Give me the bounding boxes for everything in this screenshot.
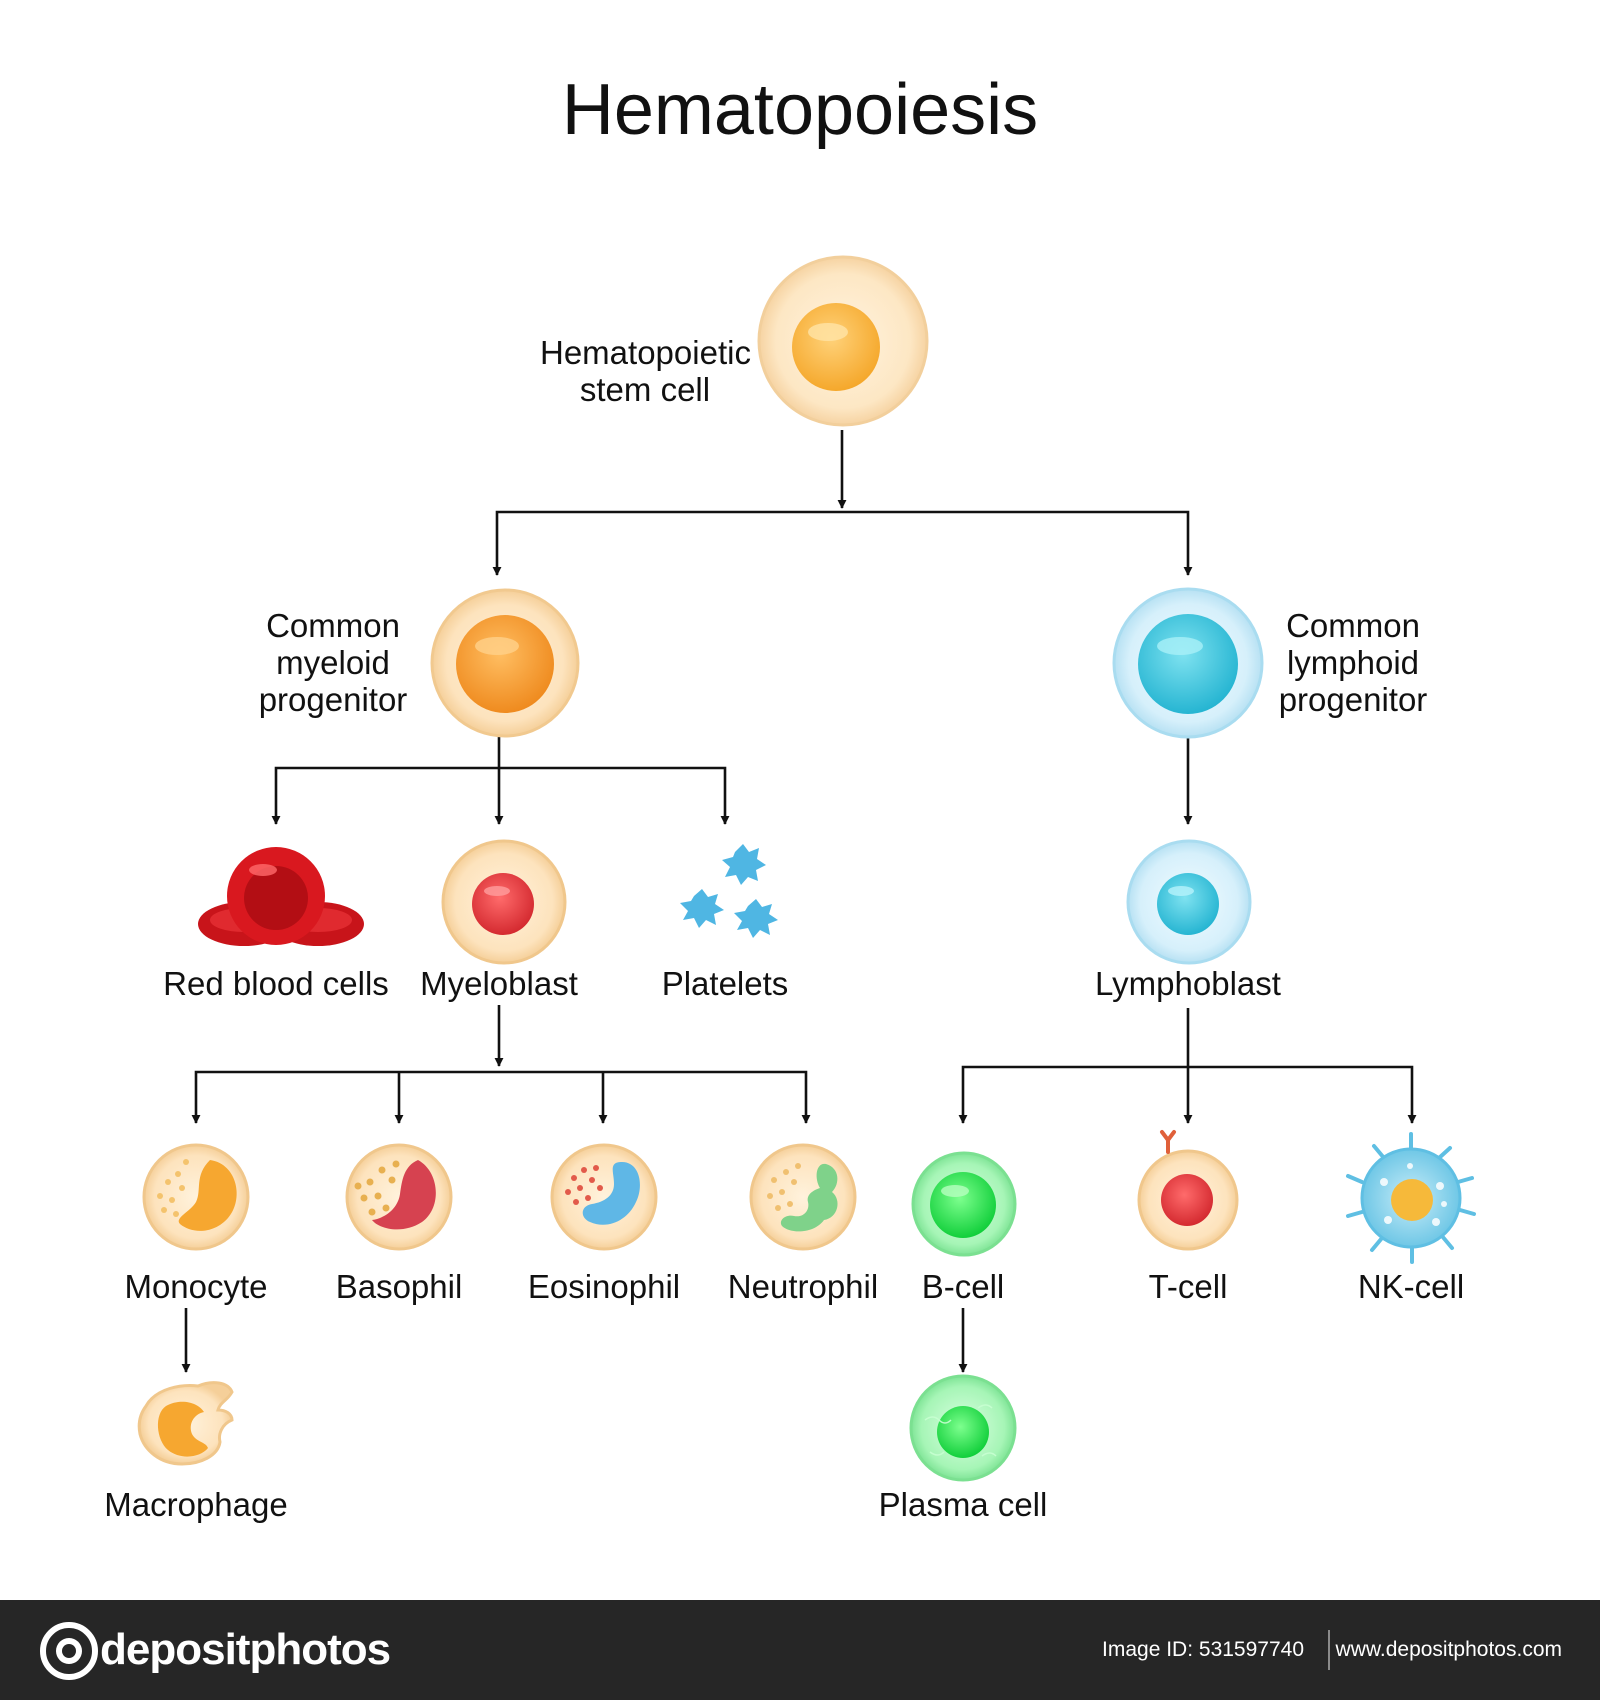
label-t-cell: T-cell xyxy=(1148,1268,1228,1305)
basophil-icon xyxy=(345,1143,453,1251)
label-myeloblast: Myeloblast xyxy=(420,965,578,1002)
lymphoblast-icon xyxy=(1126,839,1252,965)
lymphoid-progenitor-icon xyxy=(1112,587,1264,739)
label-macrophage: Macrophage xyxy=(104,1486,288,1523)
label-line: progenitor xyxy=(1278,681,1428,718)
label-neutrophil: Neutrophil xyxy=(727,1268,879,1305)
b-cell-icon xyxy=(911,1151,1017,1257)
footer-brand[interactable]: depositphotos xyxy=(100,1625,391,1674)
label-platelets: Platelets xyxy=(661,965,789,1002)
label-plasma-cell: Plasma cell xyxy=(878,1486,1048,1523)
label-nk-cell: NK-cell xyxy=(1357,1268,1465,1305)
page-title: Hematopoiesis xyxy=(561,70,1039,150)
label-line: progenitor xyxy=(258,681,408,718)
label-lymphoblast: Lymphoblast xyxy=(1095,965,1281,1002)
connector-myeloblast-branch xyxy=(191,1070,811,1124)
footer-separator xyxy=(1328,1630,1330,1670)
monocyte-icon xyxy=(142,1143,250,1251)
neutrophil-icon xyxy=(749,1143,857,1251)
nk-cell-icon xyxy=(1346,1132,1476,1264)
red-blood-cells-icon xyxy=(198,847,364,946)
label-common-myeloid-progenitor: Common myeloid progenitor xyxy=(248,607,418,718)
t-cell-icon xyxy=(1137,1130,1239,1251)
label-line: Hematopoietic xyxy=(540,334,751,371)
connector-lymphoblast-branch xyxy=(958,1065,1417,1124)
label-line: Common xyxy=(1286,607,1420,644)
label-line: myeloid xyxy=(276,644,390,681)
footer-website-link[interactable]: www.depositphotos.com xyxy=(1335,1638,1562,1661)
depositphotos-logo-icon xyxy=(40,1622,98,1680)
footer-bar: depositphotos Image ID: 531597740 www.de… xyxy=(0,1600,1600,1700)
label-line: stem cell xyxy=(579,371,711,408)
plasma-cell-icon xyxy=(909,1374,1017,1482)
label-eosinophil: Eosinophil xyxy=(527,1268,681,1305)
myeloid-progenitor-icon xyxy=(430,588,580,738)
label-line: Common xyxy=(266,607,400,644)
platelets-icon xyxy=(680,844,778,938)
connectors xyxy=(181,430,1417,1373)
label-monocyte: Monocyte xyxy=(124,1268,268,1305)
footer-image-id: Image ID: 531597740 xyxy=(1102,1638,1304,1661)
macrophage-icon xyxy=(137,1381,234,1466)
eosinophil-icon xyxy=(550,1143,658,1251)
myeloblast-icon xyxy=(441,839,567,965)
label-line: lymphoid xyxy=(1286,644,1420,681)
label-red-blood-cells: Red blood cells xyxy=(163,965,389,1002)
label-basophil: Basophil xyxy=(335,1268,463,1305)
label-b-cell: B-cell xyxy=(921,1268,1005,1305)
hematopoiesis-diagram xyxy=(137,255,1476,1482)
label-hematopoietic-stem-cell: Hematopoietic stem cell xyxy=(540,334,751,408)
connector-myeloid-branch xyxy=(271,766,730,825)
connector-stem-branch xyxy=(492,510,1193,576)
label-common-lymphoid-progenitor: Common lymphoid progenitor xyxy=(1268,607,1438,718)
hematopoietic-stem-cell-icon xyxy=(757,255,929,427)
